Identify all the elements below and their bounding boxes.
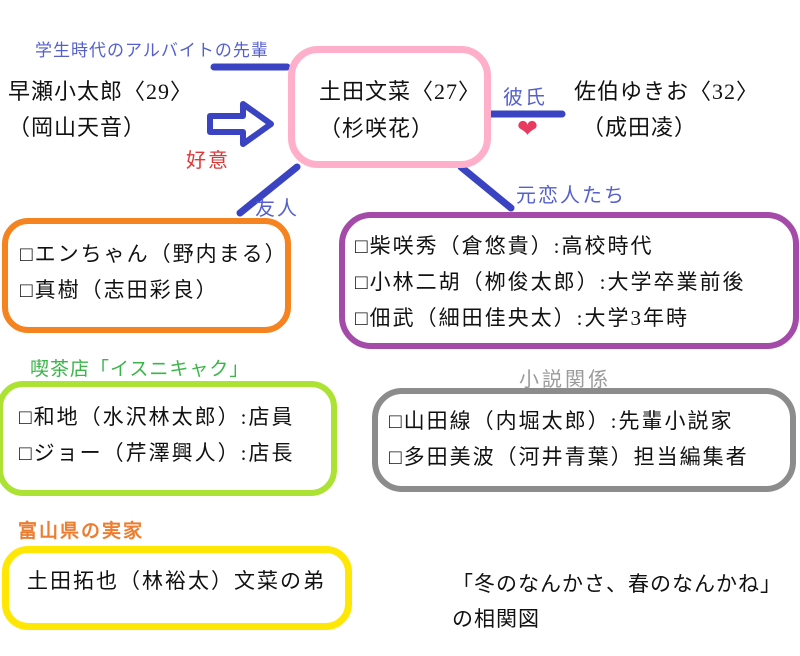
main-character-name: 土田文菜〈27〉 [319,79,482,104]
boyfriend-actor: （成田凌） [582,115,698,140]
cafe-item: □和地（水沢林太郎）:店員 [19,405,295,429]
novel-group-label: 小説関係 [519,369,611,391]
affection-arrow-icon [207,101,274,147]
affection-label: 好意 [186,150,230,172]
cafe-group-label: 喫茶店「イスニキャク」 [30,359,250,380]
boyfriend-name: 佐伯ゆきお〈32〉 [574,79,760,104]
friends-item: □エンちゃん（野内まる） [20,242,288,266]
family-box: 土田拓也（林裕太）文菜の弟 [2,546,352,630]
ex-lovers-box: □柴咲秀（倉悠貴）:高校時代 □小林二胡（栁俊太郎）:大学卒業前後 □佃武（細田… [339,212,799,349]
main-character-actor: （杉咲花） [319,116,435,141]
cafe-item: □ジョー（芹澤興人）:店長 [19,441,295,465]
friends-group-label: 友人 [255,198,299,220]
ex-lover-item: □柴咲秀（倉悠貴）:高校時代 [355,234,654,258]
senior-relation-label: 学生時代のアルバイトの先輩 [35,41,269,60]
ex-lovers-connector-line [457,163,515,212]
heart-icon: ❤ [517,116,538,143]
novel-box: □山田線（内堀太郎）:先輩小説家 □多田美波（河井青葉）担当編集者 [372,388,796,492]
ex-lover-item: □小林二胡（栁俊太郎）:大学卒業前後 [355,270,746,294]
friends-box: □エンちゃん（野内まる） □真樹（志田彩良） [2,218,291,333]
ex-lovers-group-label: 元恋人たち [516,185,626,207]
diagram-title-line1: 「冬のなんかさ、春のなんかね」 [452,572,782,596]
cafe-box: □和地（水沢林太郎）:店員 □ジョー（芹澤興人）:店長 [0,381,337,496]
family-item: 土田拓也（林裕太）文菜の弟 [27,569,326,593]
senior-name: 早瀬小太郎〈29〉 [8,79,194,104]
diagram-title-line2: の相関図 [452,607,540,631]
family-group-label: 富山県の実家 [18,521,145,542]
ex-lover-item: □佃武（細田佳央太）:大学3年時 [355,306,690,330]
novel-item: □多田美波（河井青葉）担当編集者 [389,445,749,469]
senior-actor: （岡山天音） [8,115,147,140]
novel-item: □山田線（内堀太郎）:先輩小説家 [389,409,734,433]
friends-item: □真樹（志田彩良） [20,278,219,302]
boyfriend-relation-label: 彼氏 [503,87,547,109]
main-character-box: 土田文菜〈27〉 （杉咲花） [288,46,491,168]
